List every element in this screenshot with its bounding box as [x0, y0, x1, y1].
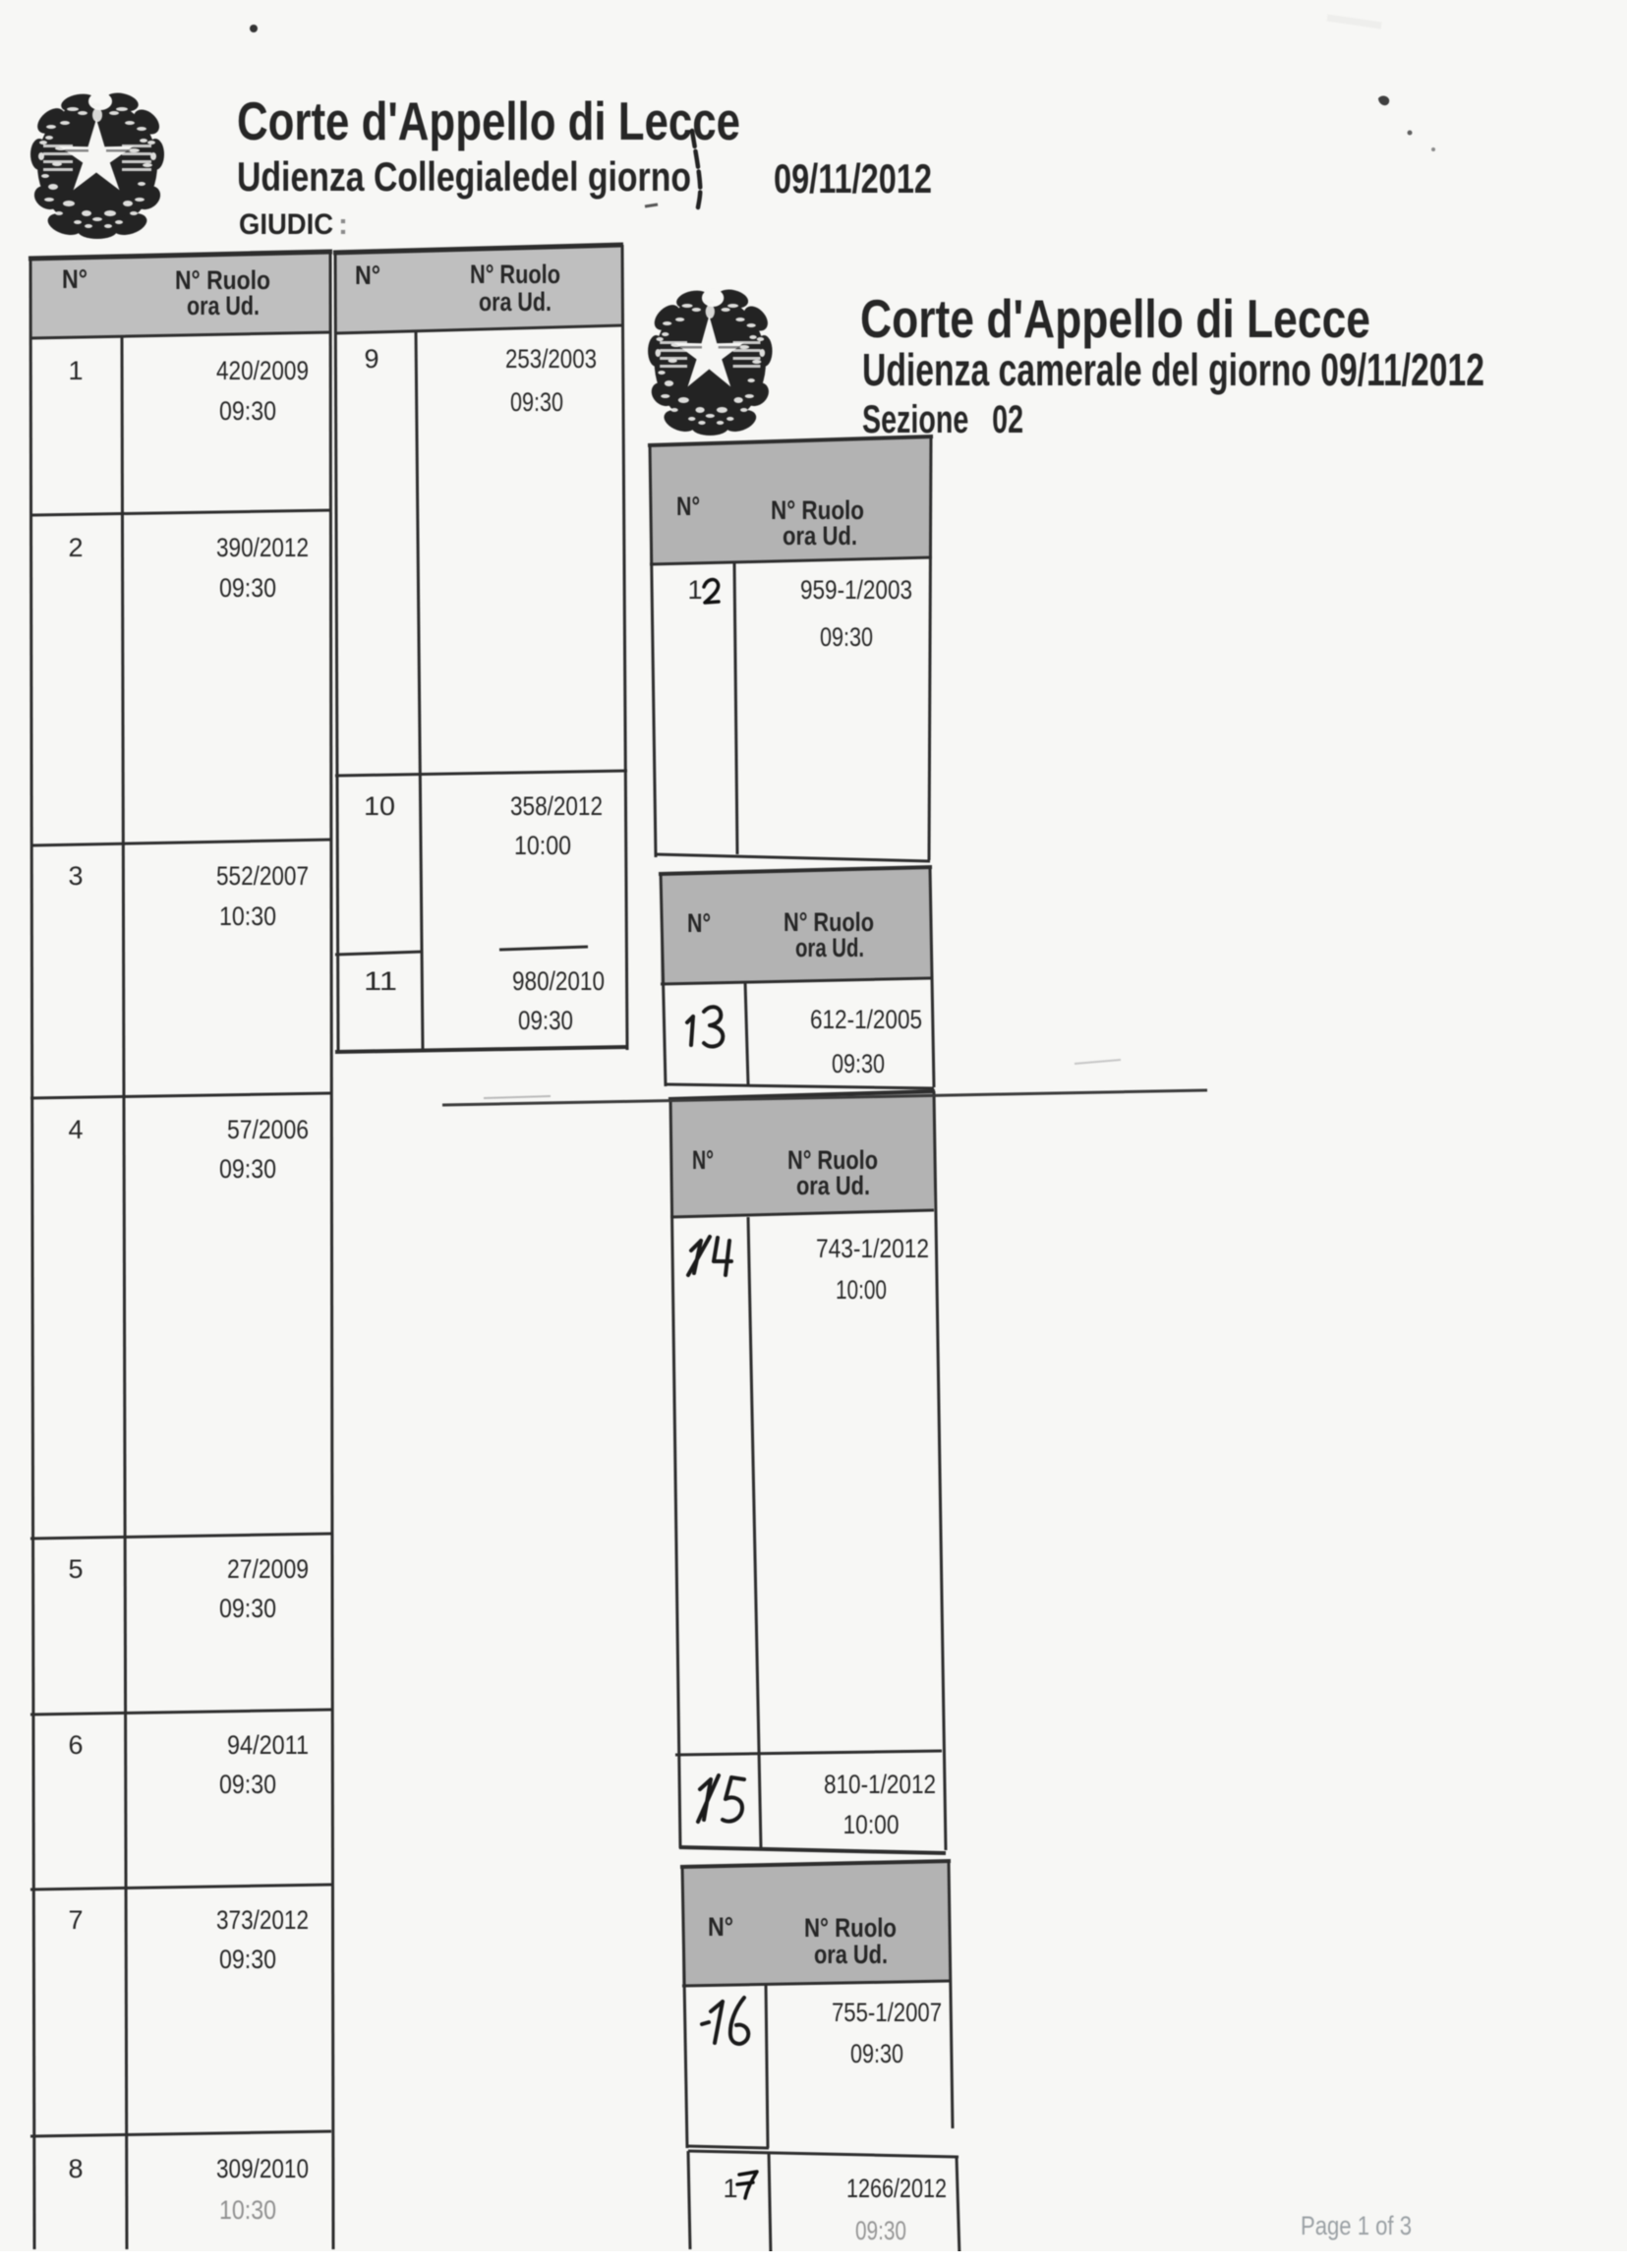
svg-text:358/2012: 358/2012 [510, 791, 603, 821]
svg-text:09:30: 09:30 [219, 573, 276, 603]
svg-text:1266/2012: 1266/2012 [846, 2174, 947, 2203]
svg-text:N° Ruolo: N° Ruolo [771, 495, 864, 525]
svg-text:N°: N° [355, 261, 380, 290]
svg-text:1: 1 [68, 356, 83, 385]
svg-text:10: 10 [364, 791, 395, 821]
svg-text:GIUDIC: GIUDIC [239, 208, 333, 241]
svg-text:743-1/2012: 743-1/2012 [816, 1234, 929, 1263]
svg-text:ora Ud.: ora Ud. [796, 1171, 870, 1200]
svg-text:4: 4 [68, 1115, 83, 1144]
svg-text:7: 7 [68, 1905, 83, 1935]
svg-text:9: 9 [364, 344, 378, 374]
svg-text:11: 11 [364, 966, 397, 996]
svg-text:N° Ruolo: N° Ruolo [175, 265, 270, 295]
svg-text:390/2012: 390/2012 [216, 533, 309, 562]
svg-text:959-1/2003: 959-1/2003 [800, 575, 912, 605]
svg-text:309/2010: 309/2010 [216, 2154, 309, 2183]
svg-text:ora Ud.: ora Ud. [479, 287, 552, 317]
svg-text:N° Ruolo: N° Ruolo [804, 1913, 897, 1943]
svg-text:612-1/2005: 612-1/2005 [810, 1005, 922, 1034]
svg-text:810-1/2012: 810-1/2012 [824, 1770, 936, 1799]
svg-text:552/2007: 552/2007 [216, 861, 309, 891]
svg-text:8: 8 [68, 2154, 83, 2183]
svg-text:09:30: 09:30 [219, 1154, 276, 1184]
svg-text:09:30: 09:30 [219, 396, 276, 426]
svg-text:09/11/2012: 09/11/2012 [774, 155, 932, 202]
svg-text:94/2011: 94/2011 [227, 1730, 309, 1760]
svg-text:09:30: 09:30 [855, 2216, 906, 2245]
svg-text:Udienza camerale del giorno 09: Udienza camerale del giorno 09/11/2012 [862, 344, 1484, 395]
svg-text:N°: N° [676, 492, 700, 521]
svg-text:10:00: 10:00 [836, 1275, 887, 1305]
svg-text:420/2009: 420/2009 [216, 356, 309, 385]
svg-text:09:30: 09:30 [850, 2039, 903, 2068]
svg-text:1: 1 [687, 575, 702, 605]
svg-text:10:00: 10:00 [843, 1810, 900, 1839]
svg-text:N°: N° [708, 1912, 733, 1942]
svg-text:09:30: 09:30 [832, 1049, 885, 1078]
svg-text:N°: N° [62, 264, 87, 294]
svg-text:N° Ruolo: N° Ruolo [784, 907, 874, 937]
svg-text:1: 1 [723, 2174, 737, 2203]
svg-text:ora Ud.: ora Ud. [795, 933, 864, 962]
svg-text:N°: N° [687, 908, 711, 938]
svg-text:N° Ruolo: N° Ruolo [470, 260, 560, 289]
svg-text:09:30: 09:30 [820, 622, 873, 652]
svg-text:755-1/2007: 755-1/2007 [832, 1998, 942, 2027]
svg-text:N°: N° [692, 1145, 714, 1175]
svg-text:3: 3 [68, 861, 83, 891]
svg-text:ora Ud.: ora Ud. [783, 521, 857, 551]
svg-text:Corte d'Appello di Lecce: Corte d'Appello di Lecce [860, 288, 1370, 349]
svg-text:09:30: 09:30 [510, 387, 563, 417]
svg-text:Sezione 02: Sezione 02 [862, 398, 1023, 441]
svg-text:N° Ruolo: N° Ruolo [787, 1145, 878, 1175]
svg-text:57/2006: 57/2006 [227, 1115, 309, 1144]
svg-text:10:30: 10:30 [219, 2195, 276, 2225]
svg-text:Corte d'Appello di Lecce: Corte d'Appello di Lecce [237, 90, 740, 151]
svg-text:Page 1 of 3: Page 1 of 3 [1301, 2211, 1412, 2240]
svg-text:09:30: 09:30 [219, 1945, 276, 1974]
svg-text:09:30: 09:30 [219, 1594, 276, 1623]
svg-text:10:30: 10:30 [219, 901, 276, 931]
svg-text:10:00: 10:00 [514, 831, 571, 860]
svg-text:980/2010: 980/2010 [512, 966, 605, 996]
svg-text:27/2009: 27/2009 [227, 1554, 309, 1584]
svg-text:Udienza Collegialedel giorno: Udienza Collegialedel giorno [237, 153, 691, 200]
svg-text:6: 6 [68, 1730, 83, 1760]
svg-text:09:30: 09:30 [219, 1770, 276, 1799]
svg-text::: : [338, 208, 348, 241]
svg-text:ora Ud.: ora Ud. [187, 291, 260, 320]
svg-text:5: 5 [68, 1554, 83, 1584]
svg-text:ora Ud.: ora Ud. [814, 1940, 888, 1969]
svg-text:09:30: 09:30 [518, 1006, 573, 1035]
svg-text:373/2012: 373/2012 [216, 1905, 309, 1935]
svg-text:253/2003: 253/2003 [505, 344, 597, 374]
svg-text:2: 2 [68, 533, 83, 562]
